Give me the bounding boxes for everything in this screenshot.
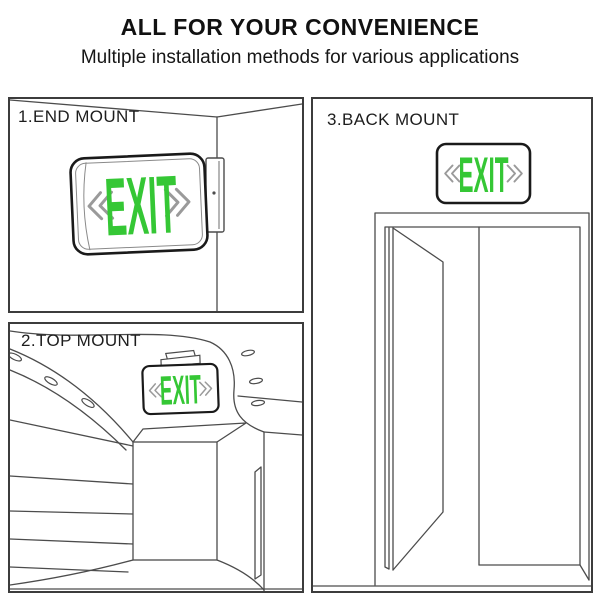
page-subtitle: Multiple installation methods for variou… (80, 47, 520, 68)
panel-top-mount: 2.TOP MOUNT (8, 322, 304, 593)
panel-back-mount-label: 3.BACK MOUNT (327, 110, 460, 129)
right-door-edge (254, 466, 262, 580)
exit-sign-end-mount: EXIT (69, 152, 209, 256)
top-mount-drawing: EXIT (10, 330, 302, 591)
closed-right-door (478, 226, 590, 581)
open-left-door (388, 227, 444, 571)
end-doorway (132, 441, 218, 561)
panel-top-mount-label: 2.TOP MOUNT (21, 331, 141, 350)
exit-sign-back-mount: EXIT (435, 142, 532, 205)
page-title: ALL FOR YOUR CONVENIENCE (120, 14, 480, 40)
back-mount-drawing: EXIT (313, 142, 591, 587)
end-mount-drawing: EXIT (10, 99, 302, 311)
door-frame (374, 212, 590, 586)
exit-sign-text: EXIT (103, 159, 179, 253)
exit-sign-top-mount: EXIT (141, 349, 220, 416)
exit-sign-text: EXIT (459, 147, 509, 203)
panel-end-mount: 1.END MOUNT EXIT (8, 97, 304, 313)
sign-endcap-edge (83, 162, 91, 251)
ceiling-lights (10, 349, 266, 409)
corridor-lines (10, 419, 302, 591)
mount-bracket (205, 157, 225, 233)
panel-back-mount: 3.BACK MOUNT EXIT (311, 97, 593, 593)
bracket-screw-dot (212, 191, 216, 195)
exit-sign-text: EXIT (159, 366, 202, 413)
header: ALL FOR YOUR CONVENIENCE Multiple instal… (0, 14, 600, 69)
ceiling-soffit-curves (10, 330, 302, 451)
panel-end-mount-label: 1.END MOUNT (18, 107, 140, 126)
